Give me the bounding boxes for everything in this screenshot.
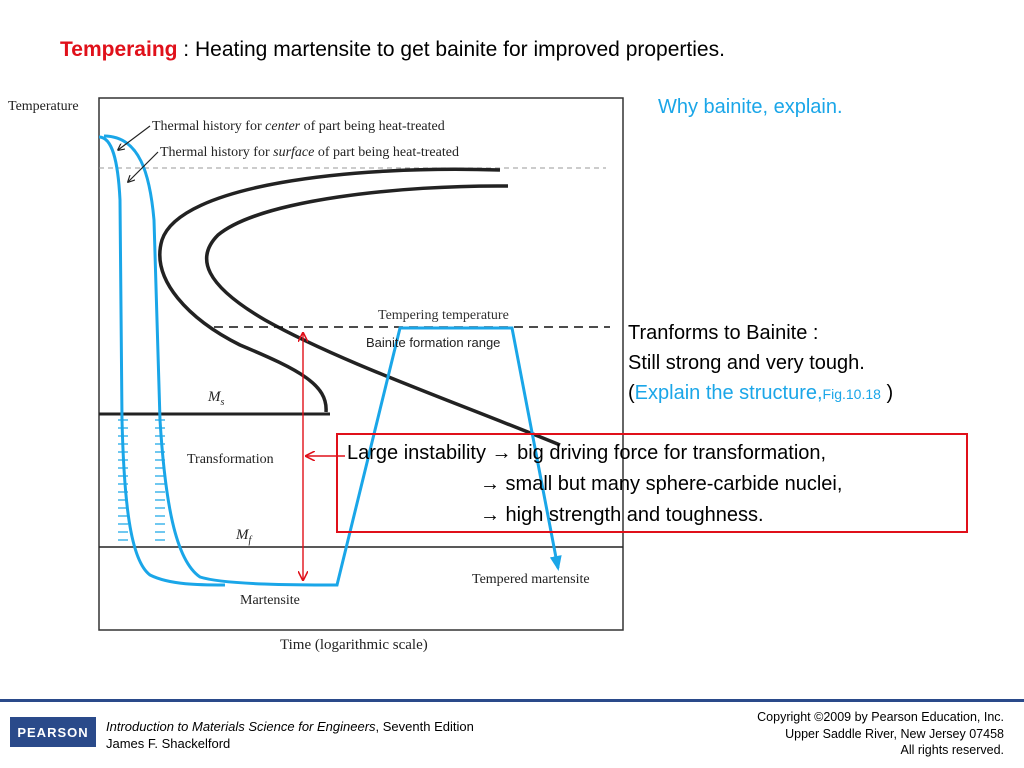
tempering-temperature-label: Tempering temperature [378, 308, 509, 323]
instability-box [336, 433, 968, 533]
transformation-hatch-left [118, 419, 128, 541]
ttt-finish-curve [204, 184, 561, 447]
instability-line-1: Large instability → big driving force fo… [347, 442, 827, 464]
x-axis-label: Time (logarithmic scale) [280, 637, 428, 653]
note-line-3: (Explain the structure,Fig.10.18 ) [628, 382, 894, 404]
bainite-range-label: Bainite formation range [366, 335, 500, 350]
book-title: Introduction to Materials Science for En… [106, 719, 376, 734]
martensite-label: Martensite [240, 593, 300, 608]
surface-cooling-curve [98, 135, 226, 587]
book-edition: , Seventh Edition [375, 719, 474, 734]
question-text: Why bainite, explain. [658, 96, 843, 118]
title-rest: : Heating martensite to get bainite for … [177, 38, 725, 61]
copyright-line-3: All rights reserved. [900, 743, 1004, 757]
instability-text: Large instability → big driving force fo… [347, 438, 842, 531]
book-author: James F. Shackelford [106, 736, 231, 751]
copyright-line-1: Copyright ©2009 by Pearson Education, In… [757, 710, 1004, 724]
mf-label: Mf [235, 527, 253, 546]
ttt-diagram: Temperature Time (logarithmic scale) The… [8, 97, 624, 653]
copyright-line-2: Upper Saddle River, New Jersey 07458 [785, 726, 1004, 741]
copyright-notice: Copyright ©2009 by Pearson Education, In… [757, 709, 1004, 759]
surface-leader [128, 151, 159, 182]
surface-history-label: Thermal history for surface of part bein… [160, 145, 459, 160]
pearson-logo: PEARSON [10, 717, 96, 747]
slide-title: Temperaing : Heating martensite to get b… [60, 38, 725, 62]
instability-line-2: → small but many sphere-carbide nuclei, [480, 473, 843, 495]
transformation-hatch-right [155, 419, 165, 541]
ms-label: Ms [207, 389, 225, 408]
plot-frame [98, 97, 624, 631]
bainite-note: Tranforms to Bainite : Still strong and … [628, 318, 893, 409]
note-line-2: Still strong and very tough. [628, 352, 865, 374]
footer-divider [0, 699, 1024, 702]
title-keyword: Temperaing [60, 38, 178, 61]
tempered-martensite-label: Tempered martensite [472, 572, 590, 587]
center-leader [118, 125, 151, 150]
book-citation: Introduction to Materials Science for En… [106, 718, 474, 752]
transformation-label: Transformation [187, 452, 274, 467]
note-line-1: Tranforms to Bainite : [628, 322, 819, 344]
instability-line-3: → high strength and toughness. [480, 504, 764, 526]
ttt-start-curve [158, 167, 501, 413]
center-cooling-curve [103, 134, 562, 587]
y-axis-label: Temperature [8, 99, 79, 114]
center-history-label: Thermal history for center of part being… [152, 119, 445, 134]
